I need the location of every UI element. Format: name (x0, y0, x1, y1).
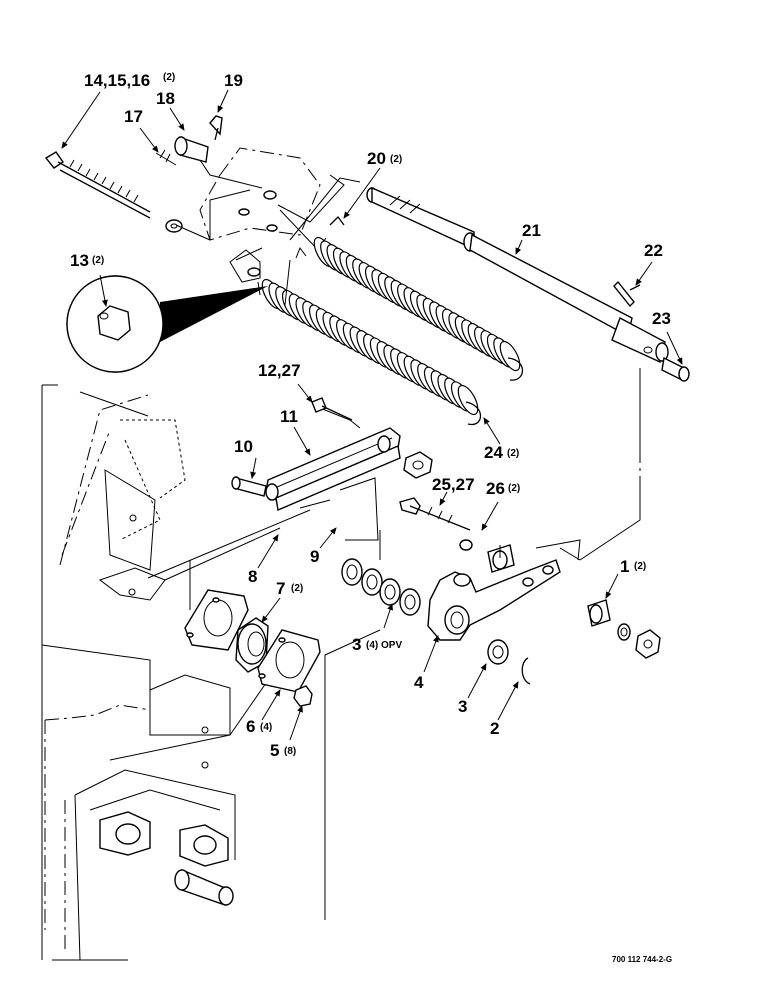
label-19: 19 (224, 71, 243, 90)
label-5-qty: (8) (284, 746, 296, 757)
washer-hole (384, 584, 396, 600)
washer-hole (404, 594, 416, 610)
label-14-15-16: 14,15,16 (84, 71, 150, 90)
frame-outline (41, 384, 381, 961)
spring-upper (313, 236, 521, 372)
washer (379, 578, 401, 606)
label-5: 5 (270, 741, 279, 760)
label-6-qty: (4) (260, 722, 272, 733)
pivot-arm-4 (339, 368, 641, 641)
label-14-qty: (2) (163, 72, 175, 83)
drawing-code: 700 112 744-2-G (612, 955, 672, 964)
lower-bracket (44, 674, 236, 961)
label-13: 13 (70, 251, 89, 270)
washer-hole (346, 564, 358, 580)
label-3-opv: 3 (352, 635, 361, 654)
label-13-qty: (2) (92, 255, 104, 266)
callout-13-zoom (66, 275, 268, 373)
washer (399, 588, 421, 616)
label-10: 10 (234, 437, 253, 456)
label-7: 7 (276, 579, 285, 598)
label-7-qty: (2) (291, 583, 303, 594)
label-11: 11 (280, 407, 298, 426)
label-1: 1 (620, 557, 629, 576)
spring-coil (499, 340, 521, 372)
guide-lines (235, 174, 581, 561)
label-1-qty: (2) (634, 561, 646, 572)
label-23: 23 (652, 309, 671, 328)
label-3-opv-qty: (4) OPV (366, 640, 402, 651)
label-20: 20 (367, 149, 386, 168)
washer-hole (366, 574, 378, 590)
washer (361, 568, 383, 596)
center-brackets (229, 177, 361, 296)
leader-lines (61, 89, 683, 741)
bearing-assembly (184, 589, 321, 707)
label-8: 8 (248, 567, 257, 586)
label-18: 18 (156, 89, 175, 108)
label-2: 2 (490, 719, 499, 738)
spring-coil (457, 384, 479, 416)
upper-bracket (155, 115, 321, 241)
label-26: 26 (486, 479, 505, 498)
bar-11 (231, 397, 433, 511)
label-20-qty: (2) (390, 154, 402, 165)
label-3: 3 (458, 697, 467, 716)
label-26-qty: (2) (508, 483, 520, 494)
label-21: 21 (522, 221, 541, 240)
label-24-qty: (2) (507, 448, 519, 459)
label-12-27: 12,27 (258, 361, 301, 380)
spring-lower (261, 278, 479, 416)
label-25-27: 25,27 (432, 475, 475, 494)
right-bushing-parts (487, 599, 661, 685)
label-24: 24 (484, 443, 503, 462)
label-4: 4 (414, 673, 424, 692)
washer (341, 558, 363, 586)
label-22: 22 (644, 241, 663, 260)
label-6: 6 (246, 717, 255, 736)
washers-3 (341, 558, 421, 616)
spring-hooks (465, 357, 524, 426)
rod-21 (366, 186, 690, 382)
long-bolt (44, 151, 183, 233)
label-17: 17 (124, 107, 143, 126)
label-9: 9 (310, 547, 319, 566)
part-labels: 14,15,16 (2) 19 18 17 20 (2) 21 22 23 13… (70, 71, 672, 964)
